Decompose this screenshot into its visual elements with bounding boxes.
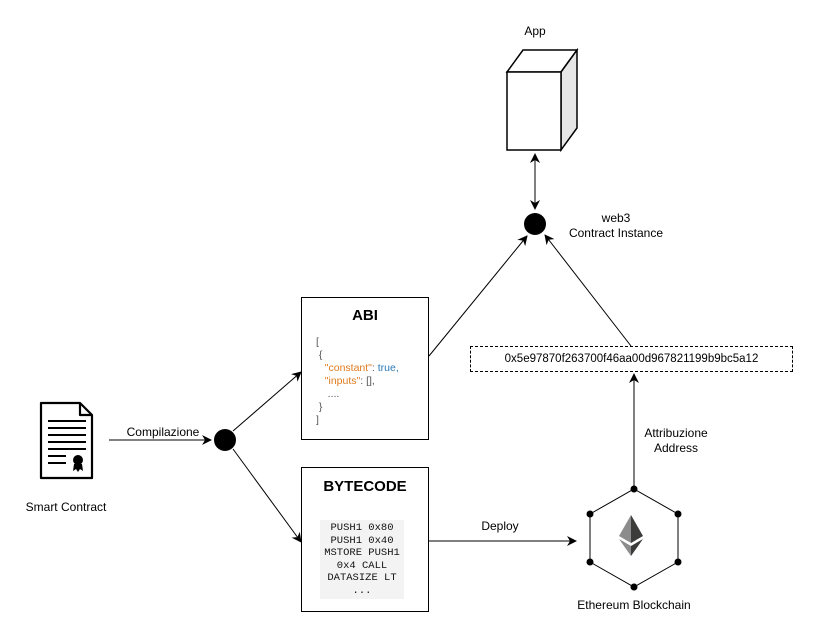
- abi-close-brace: }: [318, 401, 323, 413]
- deploy-label: Deploy: [481, 519, 519, 533]
- app-label: App: [524, 24, 546, 38]
- edge-compile-bytecode: [232, 448, 302, 543]
- bytecode-line: DATASIZE LT: [327, 572, 397, 584]
- bytecode-line: MSTORE PUSH1: [324, 547, 400, 559]
- edge-address-web3: [544, 234, 632, 347]
- bytecode-line: 0x4 CALL: [336, 559, 388, 572]
- web3-label-line2: Contract Instance: [568, 226, 664, 240]
- abi-code-snippet: [ { "constant": true, "inputs": [], ....…: [316, 336, 399, 426]
- contract-address-box: 0x5e97870f263700f46aa00d967821199b9bc5a1…: [470, 346, 793, 372]
- abi-val-constant: true,: [377, 362, 399, 374]
- abi-open-bracket: [: [316, 336, 319, 348]
- ethereum-logo-icon: [619, 515, 643, 556]
- app-cube-icon: [505, 47, 579, 153]
- attribuzione-label: Attribuzione Address: [636, 426, 716, 456]
- abi-box: ABI [ { "constant": true, "inputs": [], …: [301, 297, 429, 440]
- ethereum-label: Ethereum Blockchain: [577, 598, 691, 612]
- compilazione-label: Compilazione: [126, 425, 200, 439]
- web3-junction-node: [524, 213, 546, 235]
- attribuzione-line2: Address: [653, 441, 699, 455]
- bytecode-line: ...: [352, 584, 372, 597]
- abi-close-bracket: ]: [316, 414, 319, 426]
- compile-junction-node: [214, 429, 236, 451]
- attribuzione-line1: Attribuzione: [644, 426, 708, 440]
- edge-abi-web3: [428, 235, 528, 357]
- abi-key-constant: "constant": [324, 362, 372, 374]
- edge-compile-abi: [232, 371, 302, 432]
- bytecode-line: PUSH1 0x40: [330, 534, 394, 547]
- bytecode-line: PUSH1 0x80: [330, 522, 394, 534]
- abi-key-inputs: "inputs": [324, 375, 361, 387]
- web3-label: web3 Contract Instance: [556, 211, 676, 241]
- smart-contract-document-icon: [39, 401, 94, 480]
- abi-ellipsis: ....: [327, 388, 340, 400]
- web3-label-line1: web3: [601, 211, 631, 225]
- bytecode-title: BYTECODE: [323, 478, 407, 495]
- abi-open-brace: {: [318, 349, 323, 361]
- abi-title: ABI: [352, 307, 378, 324]
- bytecode-box: BYTECODE PUSH1 0x80 PUSH1 0x40 MSTORE PU…: [301, 467, 429, 612]
- abi-val-inputs: [],: [366, 375, 375, 387]
- smart-contract-label: Smart Contract: [25, 500, 107, 514]
- bytecode-listing: PUSH1 0x80 PUSH1 0x40 MSTORE PUSH1 0x4 C…: [320, 520, 404, 599]
